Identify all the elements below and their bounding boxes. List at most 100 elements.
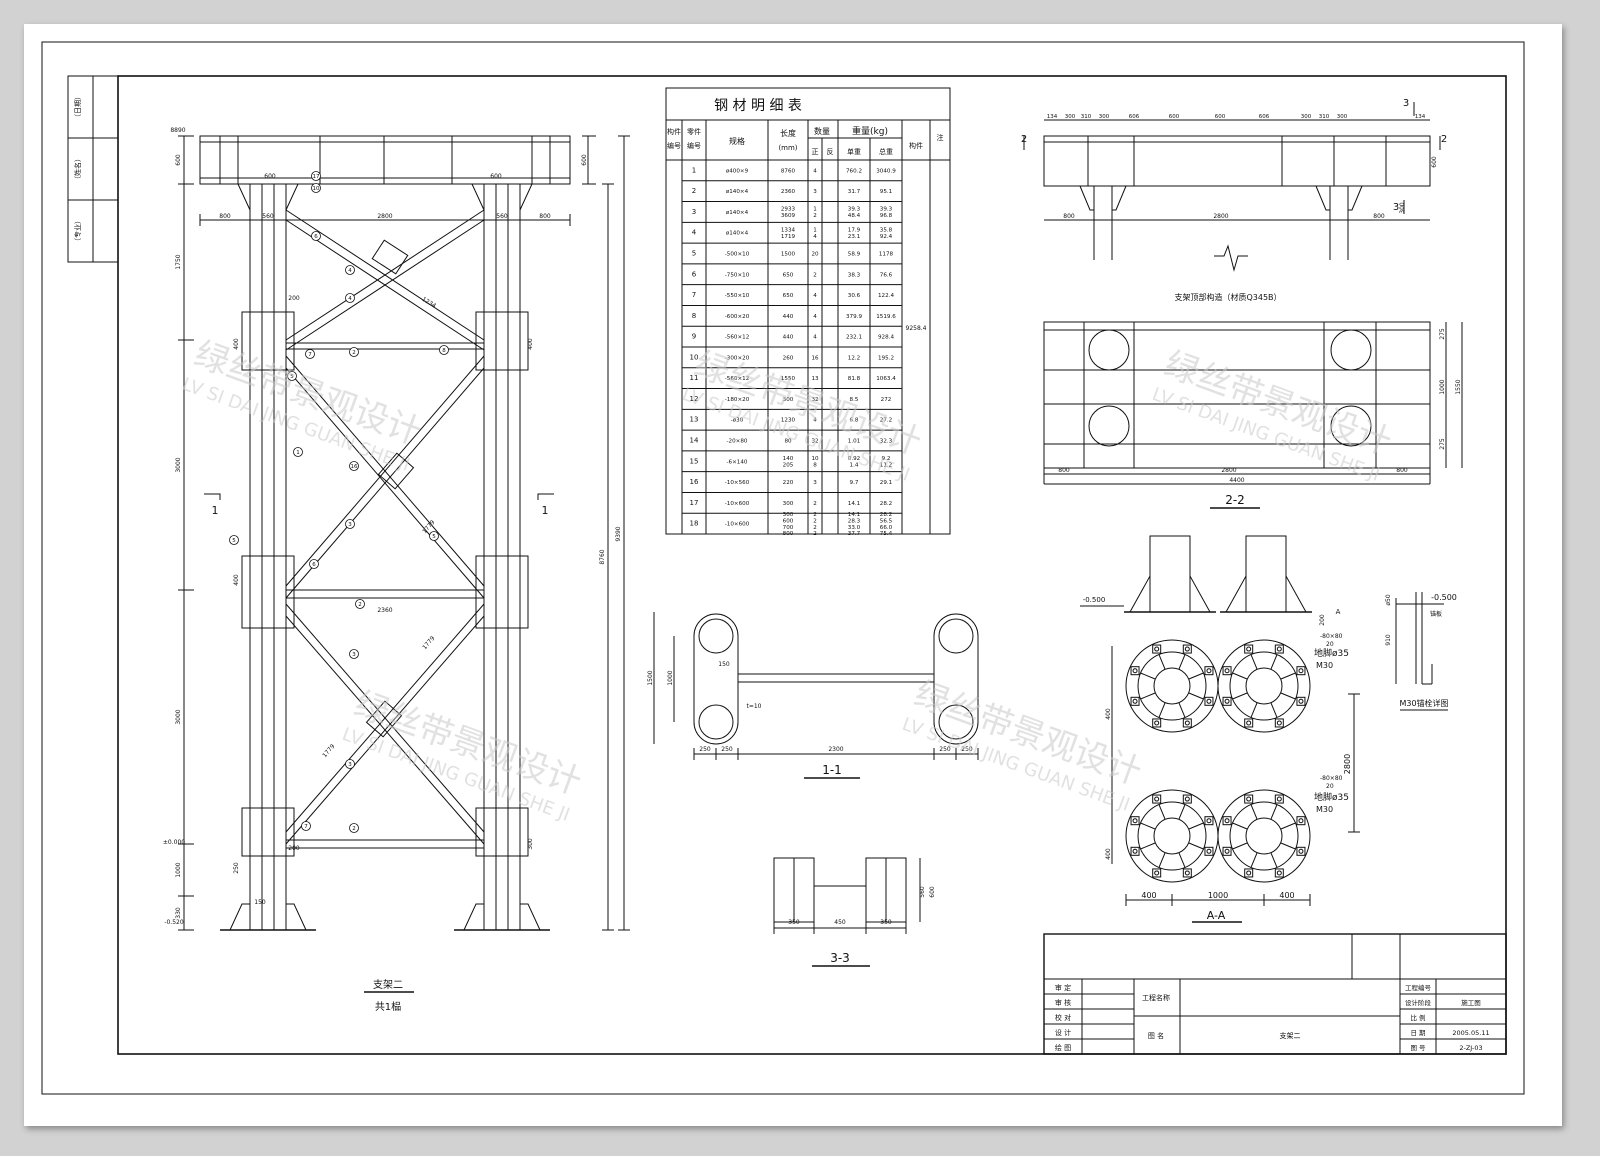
plan-total-dim: 4400	[1229, 477, 1244, 484]
height-dim-right: 600	[581, 154, 588, 166]
table-row-18-len-0: 300	[783, 512, 794, 518]
aa-callout-1-plate: -80×80	[1320, 633, 1343, 640]
table-row-7-total: 122.4	[878, 293, 894, 299]
th-neg: 反	[827, 147, 834, 156]
side-dim-0: 275	[1439, 328, 1446, 340]
table-row-3-len-0: 2933	[781, 207, 796, 213]
aa-dim-side-1: 400	[1105, 848, 1112, 860]
table-row-3-qty-0: 1	[813, 207, 817, 213]
table-row-13-unit: 6.8	[850, 418, 859, 424]
svg-text:5: 5	[232, 538, 236, 544]
table-row-13-spec: -ø30	[731, 418, 744, 424]
table-row-6-len: 650	[783, 272, 794, 278]
table-row-18-qty-2: 2	[813, 525, 817, 531]
member-total-weight: 9258.4	[906, 325, 927, 332]
tb-right-label-0: 工程编号	[1405, 983, 1432, 992]
th-member-1: 构件	[667, 127, 681, 136]
section-a-a-title: A-A	[1207, 909, 1226, 922]
height-dim-1: 1750	[175, 254, 182, 269]
dim-horizontal: 2360	[377, 607, 392, 614]
plan-dim-2: 800	[1396, 467, 1408, 474]
aa-callout-1-bolt: M30	[1316, 661, 1333, 670]
th-member-2: 编号	[667, 141, 681, 150]
table-row-5-unit: 58.9	[848, 252, 861, 258]
s33-dim-0: 350	[788, 919, 800, 926]
table-row-9-no: 9	[692, 333, 696, 341]
table-row-9-total: 928.4	[878, 335, 894, 341]
side-dim-2: 275	[1439, 438, 1446, 450]
part-balloon-5: 5	[429, 531, 439, 541]
th-total-weight: 总重	[879, 147, 893, 156]
table-row-13-len: 1230	[781, 418, 796, 424]
table-row-18-qty-0: 2	[813, 512, 817, 518]
tb-right-value-1: 施工图	[1461, 998, 1481, 1007]
tb-right-label-4: 图 号	[1410, 1044, 1426, 1052]
table-row-12-spec: -180×20	[725, 397, 750, 403]
part-balloon-10: 10	[311, 183, 321, 193]
table-row-18-unit-3: 37.7	[848, 531, 861, 537]
th-weight: 重量(kg)	[852, 125, 888, 137]
section-1-1-title: 1-1	[822, 763, 842, 777]
sheet-label-date: （日期）	[74, 93, 82, 121]
title-block	[1043, 933, 1507, 1055]
table-row-10-total: 195.2	[878, 355, 894, 361]
aa-callout-2-thk: 20	[1326, 783, 1334, 790]
table-row-16-qty: 3	[813, 480, 817, 486]
bolt-dim-length: 910	[1385, 634, 1392, 646]
tb-right-label-1: 设计阶段	[1405, 998, 1432, 1007]
tb-right-label-3: 日 期	[1410, 1029, 1426, 1037]
top-dim-6: 600	[1215, 114, 1226, 120]
top-dim-10: 300	[1337, 114, 1348, 120]
part-balloon-5: 5	[287, 371, 297, 381]
table-row-18-unit-1: 28.3	[848, 518, 861, 524]
tb-drawing-label: 图 名	[1148, 1031, 1164, 1040]
sheet-label-name: （姓名）	[73, 155, 82, 183]
table-row-18-total-1: 56.5	[880, 518, 893, 524]
section-mark-2-left: 2	[1021, 134, 1027, 145]
table-row-14-no: 14	[690, 437, 699, 445]
s33-dim-2: 350	[880, 919, 892, 926]
table-row-1-spec: ø400×9	[726, 168, 749, 174]
table-row-2-total: 95.1	[880, 189, 893, 195]
table-row-15-qty-0: 10	[811, 456, 819, 462]
table-row-4-unit-0: 17.9	[848, 228, 861, 234]
table-row-3-unit-0: 39.3	[848, 207, 861, 213]
section-2-2-view	[1023, 102, 1463, 509]
table-row-9-len: 440	[783, 335, 794, 341]
table-row-11-qty: 13	[811, 376, 819, 382]
s11-thickness: t=10	[746, 703, 761, 710]
table-row-15-total-0: 9.2	[882, 456, 891, 462]
table-title: 钢 材 明 细 表	[714, 98, 802, 114]
svg-text:6: 6	[312, 562, 316, 568]
section-mark-3-bottom: 3	[1393, 202, 1399, 213]
table-row-15-unit-0: 0.92	[848, 456, 860, 462]
table-row-4-no: 4	[692, 229, 697, 237]
table-row-1-total: 3040.9	[876, 168, 896, 174]
table-row-11-total: 1063.4	[876, 376, 896, 382]
th-qty: 数量	[814, 126, 830, 136]
s11-dim-2: 2300	[828, 746, 843, 753]
table-row-3-qty-1: 2	[813, 213, 817, 219]
table-row-4-qty-0: 1	[813, 228, 817, 234]
table-row-18-unit-0: 14.1	[848, 512, 861, 518]
svg-text:3: 3	[348, 522, 352, 528]
aa-dim-bottom-0: 400	[1141, 891, 1156, 900]
section-1-1-view	[653, 612, 979, 779]
svg-text:5: 5	[432, 534, 436, 540]
bottom-dim-0: 800	[1063, 213, 1075, 220]
svg-text:2: 2	[358, 602, 362, 608]
table-row-4-unit-1: 23.1	[848, 234, 861, 240]
svg-text:4: 4	[348, 296, 352, 302]
svg-text:7: 7	[308, 352, 312, 358]
table-row-4-total-1: 92.4	[880, 234, 893, 240]
tb-role-4: 绘 图	[1055, 1043, 1071, 1052]
gusset-dim: 300	[1399, 202, 1406, 214]
table-row-4-spec: ø140×4	[726, 231, 749, 237]
s11-height-1: 1000	[667, 670, 674, 685]
table-row-16-total: 29.1	[880, 480, 893, 486]
dim-top-left: 600	[264, 173, 276, 180]
table-row-1-no: 1	[692, 166, 696, 174]
table-row-3-unit-1: 48.4	[848, 213, 861, 219]
part-balloon-1: 1	[293, 447, 303, 457]
s11-plate-dim: 150	[718, 661, 730, 668]
